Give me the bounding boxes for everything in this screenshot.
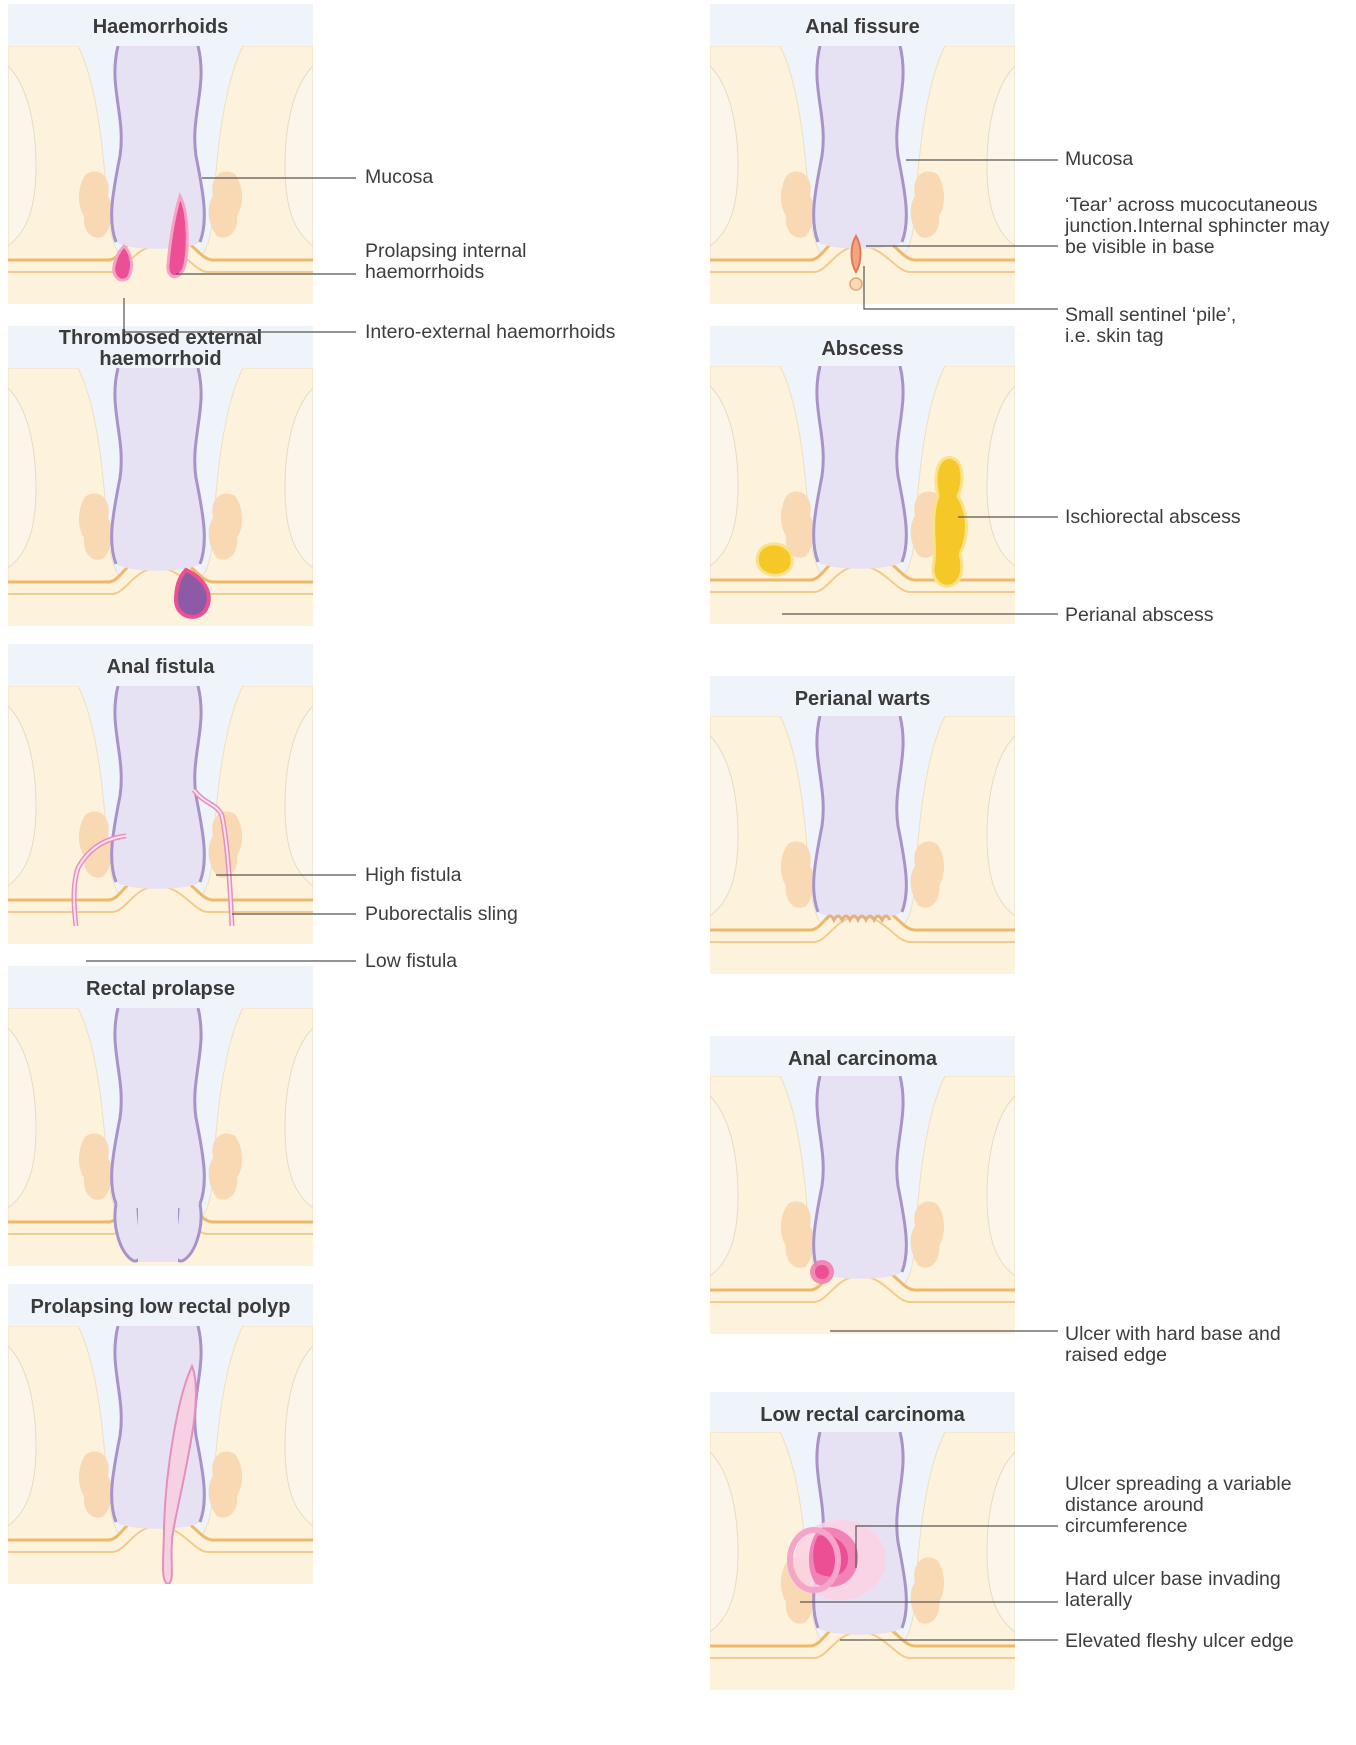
label-elevated-ulcer-edge: Elevated fleshy ulcer edge bbox=[1065, 1631, 1294, 1652]
anal-canal-illustration bbox=[8, 686, 313, 944]
label-ulcer-spreading: Ulcer spreading a variable distance arou… bbox=[1065, 1474, 1292, 1537]
label-ulcer-hard-base: Ulcer with hard base and raised edge bbox=[1065, 1324, 1281, 1366]
panel-title: Thrombosed external haemorrhoid bbox=[8, 326, 313, 372]
panel-title: Anal fistula bbox=[8, 644, 313, 690]
anal-canal-illustration bbox=[710, 1076, 1015, 1334]
label-hard-ulcer-base: Hard ulcer base invading laterally bbox=[1065, 1569, 1281, 1611]
carcinoma-ulcer bbox=[815, 1265, 829, 1279]
label-sentinel-pile: Small sentinel ‘pile’, i.e. skin tag bbox=[1065, 305, 1236, 347]
anal-canal-lumen bbox=[814, 46, 907, 249]
anal-canal-lumen bbox=[814, 1076, 907, 1279]
label-mucosa: Mucosa bbox=[1065, 149, 1133, 170]
anal-canal-illustration bbox=[8, 46, 313, 304]
perianal-abscess bbox=[757, 544, 792, 575]
anal-canal-illustration bbox=[710, 1432, 1015, 1690]
anal-canal-illustration bbox=[710, 46, 1015, 304]
fissure-tear bbox=[852, 236, 861, 272]
panel-title: Anal fissure bbox=[710, 4, 1015, 50]
anal-canal-lumen bbox=[112, 46, 205, 249]
anal-canal-illustration bbox=[8, 368, 313, 626]
anal-canal-lumen bbox=[112, 368, 205, 571]
label-perianal-abscess: Perianal abscess bbox=[1065, 605, 1214, 626]
anal-canal-illustration bbox=[710, 366, 1015, 624]
panel-title: Haemorrhoids bbox=[8, 4, 313, 50]
panel-title: Rectal prolapse bbox=[8, 966, 313, 1012]
label-ischiorectal-abscess: Ischiorectal abscess bbox=[1065, 507, 1241, 528]
label-tear: ‘Tear’ across mucocutaneous junction.Int… bbox=[1065, 195, 1329, 258]
anal-canal-illustration bbox=[710, 716, 1015, 974]
label-prolapsing-internal-haemorrhoids: Prolapsing internal haemorrhoids bbox=[365, 241, 527, 283]
ischiorectal-abscess bbox=[933, 458, 967, 587]
label-high-fistula: High fistula bbox=[365, 865, 461, 886]
anal-canal-lumen bbox=[814, 366, 907, 569]
label-intero-external-haemorrhoids: Intero-external haemorrhoids bbox=[365, 322, 615, 343]
panel-title: Prolapsing low rectal polyp bbox=[8, 1284, 313, 1330]
sentinel-pile bbox=[850, 278, 862, 290]
anal-canal-illustration bbox=[8, 1326, 313, 1584]
label-puborectalis-sling: Puborectalis sling bbox=[365, 904, 518, 925]
anal-canal-lumen bbox=[112, 1008, 205, 1211]
label-low-fistula: Low fistula bbox=[365, 951, 457, 972]
anal-canal-illustration bbox=[8, 1008, 313, 1266]
prolapsed-lumen bbox=[138, 1204, 178, 1262]
anal-canal-lumen bbox=[814, 716, 907, 919]
anal-canal-lumen bbox=[112, 686, 205, 889]
label-mucosa: Mucosa bbox=[365, 167, 433, 188]
